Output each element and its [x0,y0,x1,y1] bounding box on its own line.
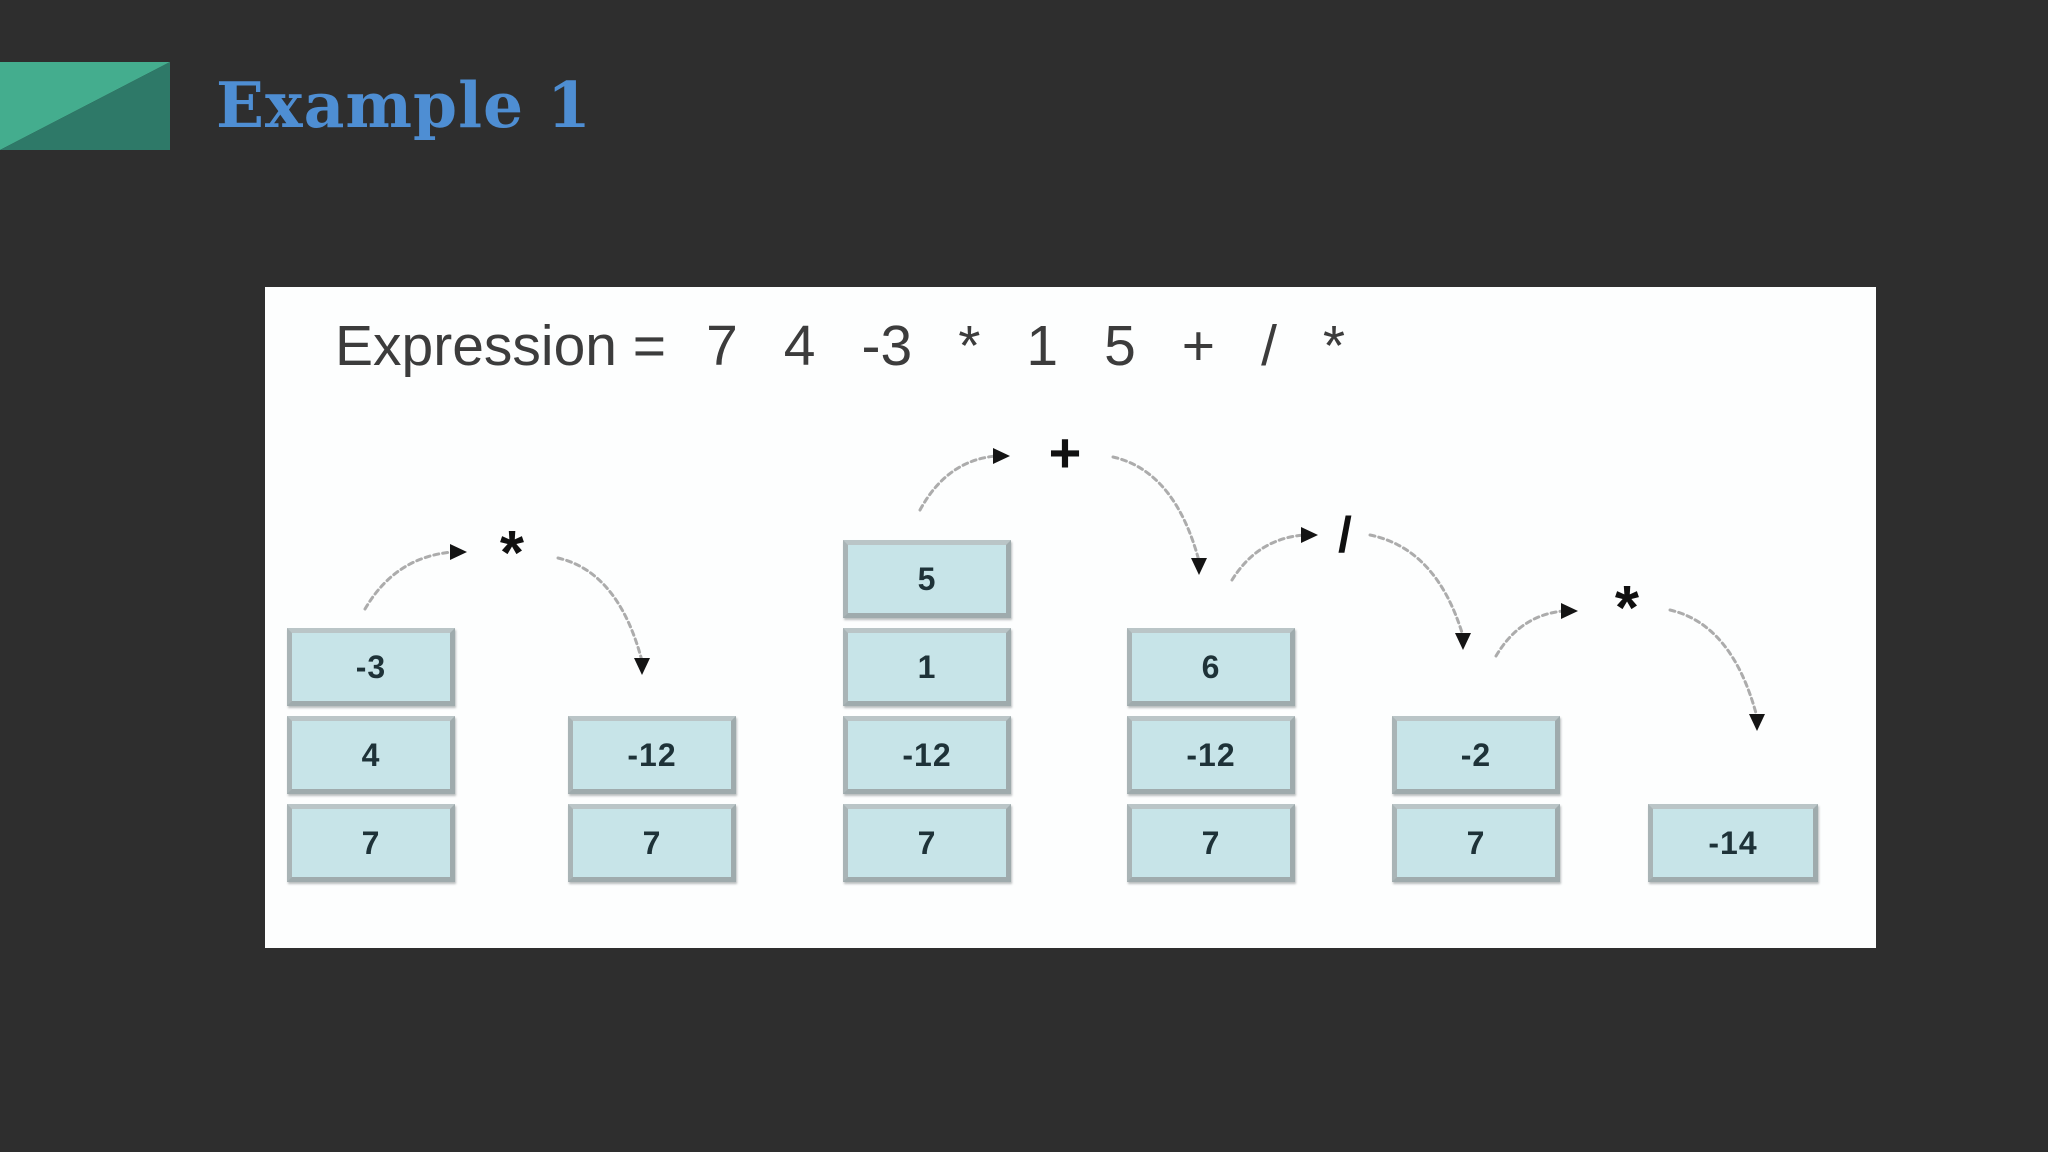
stack-value: -14 [1708,824,1758,861]
page-title: Example 1 [216,68,592,142]
stack-step-5: -2 7 [1392,716,1560,882]
corner-accent [0,62,170,150]
arrow-curve-down [1668,608,1759,719]
expression-token: / [1261,314,1277,378]
stack-box: -14 [1648,804,1818,882]
stack-value: 6 [1201,648,1221,685]
stack-step-2: -12 7 [568,716,736,882]
operator-arrow-2: + [918,421,1207,575]
arrow-curve-down [556,556,644,663]
stack-box: 7 [568,804,736,882]
stack-value: 7 [361,824,381,861]
stack-value: 7 [1201,824,1221,861]
stack-value: -2 [1460,736,1492,773]
stack-value: 7 [642,824,662,861]
corner-triangle-dark [0,62,170,150]
arrowhead-right-icon [450,544,467,560]
stack-box: 7 [287,804,455,882]
stack-step-6: -14 [1648,804,1818,882]
expression-label: Expression = [335,314,667,378]
expression-token: * [958,314,981,378]
stack-value: 5 [917,560,937,597]
arrow-curve-down [1111,455,1201,563]
arrowhead-down-icon [1749,714,1765,731]
corner-accent-shape [0,62,170,150]
stack-box: 6 [1127,628,1295,706]
expression-token: 5 [1104,314,1136,378]
stack-box: 5 [843,540,1011,618]
arrowhead-down-icon [634,658,650,675]
stack-box: 1 [843,628,1011,706]
arrow-curve-up [918,454,998,512]
stack-box: -12 [843,716,1011,794]
operator-arrow-4: * [1494,574,1765,731]
stack-box: -12 [568,716,736,794]
arrowhead-right-icon [993,448,1010,464]
operator-label: / [1338,507,1352,563]
arrow-curve-up [1494,609,1566,658]
operator-arrow-1: * [363,519,650,675]
arrowhead-down-icon [1191,558,1207,575]
arrows-layer: * + / * [363,421,1765,731]
arrow-curve-up [1230,533,1306,582]
arrowhead-right-icon [1301,527,1318,543]
stack-box: 7 [843,804,1011,882]
stack-box: -2 [1392,716,1560,794]
stack-box: -3 [287,628,455,706]
arrow-curve-down [1368,533,1465,638]
stack-box: 7 [1127,804,1295,882]
stack-box: 4 [287,716,455,794]
stack-value: -12 [627,736,677,773]
expression-token: 1 [1026,314,1059,378]
expression-token: + [1181,314,1216,378]
expression-token: 7 [706,314,738,378]
expression-token: * [1322,314,1346,378]
operator-label: * [1615,574,1640,643]
stack-value: 7 [1466,824,1486,861]
arrowhead-right-icon [1561,603,1578,619]
stack-value: -3 [355,648,387,685]
arrowhead-down-icon [1455,633,1471,650]
stack-value: 7 [917,824,937,861]
operator-arrow-3: / [1230,507,1471,650]
expression-token: -3 [861,314,913,378]
stack-value: 4 [361,736,381,773]
stack-value: -12 [1186,736,1236,773]
stack-step-3: 5 1 -12 7 [843,540,1011,882]
stack-value: 1 [917,648,937,685]
stack-step-1: -3 4 7 [287,628,455,882]
stack-box: -12 [1127,716,1295,794]
expression-token: 4 [783,314,816,378]
arrow-curve-up [363,550,455,611]
stack-box: 7 [1392,804,1560,882]
operator-label: + [1049,421,1082,484]
operator-label: * [500,519,525,588]
stack-value: -12 [902,736,952,773]
stack-step-4: 6 -12 7 [1127,628,1295,882]
